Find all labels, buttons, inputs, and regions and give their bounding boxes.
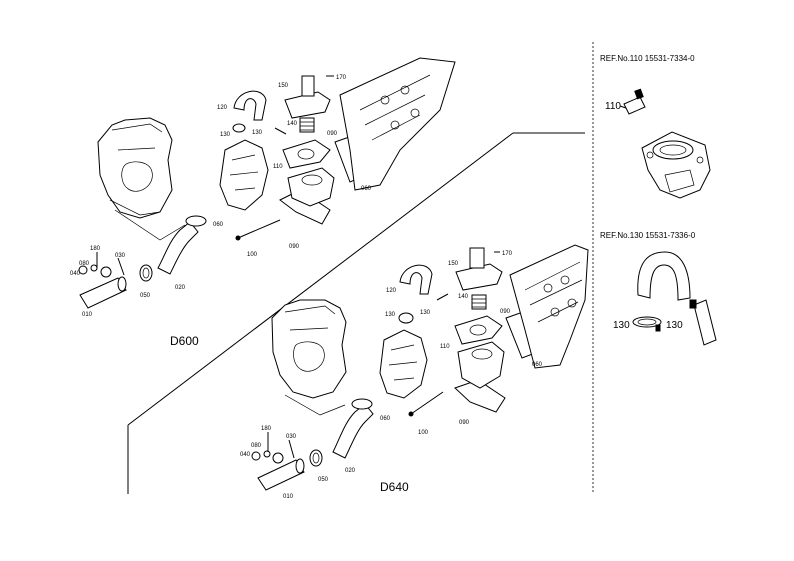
bolt-100 [237,219,281,239]
gasket-lower [454,315,503,345]
label-090b: 090 [327,131,338,137]
label-140: 140 [287,121,298,127]
clamp-060-lower [351,398,373,410]
label-010-lower: 010 [283,494,294,500]
clamp-050 [139,264,153,282]
label-010: 010 [82,312,93,318]
ref-130-hose [637,251,691,301]
label-140-lower: 140 [458,294,469,300]
ref-130-label-a: 130 [613,320,630,331]
label-100-lower: 100 [418,430,429,436]
label-080-lower: 080 [251,443,262,449]
clamp-060 [185,215,207,227]
label-050-lower: 050 [318,477,329,483]
label-020-lower: 020 [345,468,356,474]
reference-110: REF.No.110 15531-7334-0 110 [600,54,711,199]
model-label-d600: D600 [170,334,199,348]
bolt-100-lower [410,391,444,415]
diagonal-separator-main [127,132,514,426]
label-060b: 060 [361,186,372,192]
water-pump-upper [219,139,269,211]
water-pump-lower [379,329,428,399]
label-170: 170 [336,75,347,81]
assembly-d600: 010 020 030 040 050 060 080 090 100 110 … [70,57,456,348]
ref-110-title: REF.No.110 15531-7334-0 [600,54,695,63]
label-090: 090 [289,244,300,250]
clamp-050-lower [309,449,323,467]
label-020: 020 [175,285,186,291]
label-180-lower: 180 [261,426,272,432]
model-label-d640: D640 [380,480,409,494]
engine-block-left [97,117,173,219]
label-130b: 130 [252,130,263,136]
gasket-upper [282,139,331,169]
ref-110-nipple [623,96,646,115]
label-100: 100 [247,252,258,258]
reference-130: REF.No.130 15531-7336-0 130 130 [600,231,717,346]
label-060: 060 [213,222,224,228]
ref-130-title: REF.No.130 15531-7336-0 [600,231,696,240]
label-130a: 130 [220,132,231,138]
label-110: 110 [273,164,283,170]
hose-120 [233,90,267,121]
label-060b-lower: 060 [532,362,543,368]
label-110-lower: 110 [440,344,450,350]
label-170-lower: 170 [502,251,513,257]
label-030-lower: 030 [286,434,297,440]
thermostat-140 [299,117,315,133]
pipe-010 [79,277,127,309]
hose-020-lower [332,403,374,459]
label-030: 030 [115,253,126,259]
thermostat-housing-upper [287,167,335,207]
label-180: 180 [90,246,101,252]
label-090b-lower: 090 [500,309,511,315]
label-050: 050 [140,293,151,299]
ref-110-label: 110 [605,101,621,112]
label-130a-lower: 130 [385,312,396,318]
label-040-lower: 040 [240,452,251,458]
label-080: 080 [79,261,90,267]
label-150-lower: 150 [448,261,459,267]
cylinder-head-upper [339,57,456,191]
label-150: 150 [278,83,289,89]
label-090-lower: 090 [459,420,470,426]
ref-130-label-b: 130 [666,320,683,331]
label-120: 120 [217,105,228,111]
assembly-d640: 010 020 030 040 050 060 080 090 100 110 … [240,244,589,500]
ref-130-clamp-b [693,299,717,346]
label-120-lower: 120 [386,288,397,294]
thermostat-housing-lower [457,341,505,389]
label-060-lower: 060 [380,416,391,422]
cylinder-head-lower [509,244,589,369]
hose-020 [157,221,199,275]
label-040: 040 [70,271,81,277]
engine-block-left-lower [271,299,347,399]
pipe-010-lower [257,459,305,491]
thermostat-140-lower [471,294,487,310]
label-130b-lower: 130 [420,310,431,316]
hose-120-lower [399,264,433,295]
